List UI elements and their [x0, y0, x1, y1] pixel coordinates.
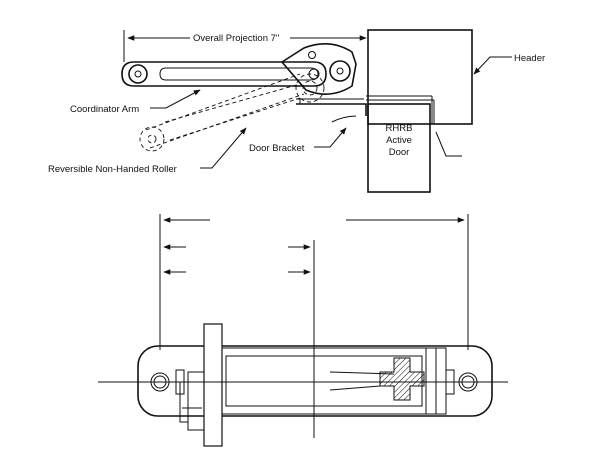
door-body: RHRB Active Door: [367, 103, 431, 193]
coordinator-arm-label: Coordinator Arm: [70, 104, 139, 115]
bottom-view: [98, 214, 508, 447]
coordinator-arm: [121, 61, 327, 87]
closer-arm-body: [280, 43, 357, 95]
alternate-arm-position: [139, 73, 325, 152]
door-label-line2: Active: [386, 135, 412, 146]
closer-plate: [137, 345, 493, 417]
overall-projection-dimension: Overall Projection 7": [123, 30, 367, 62]
coordinator-arm-leader: [150, 89, 201, 109]
roller-leader: [200, 127, 247, 169]
top-view: Overall Projection 7" Header RHRB Active…: [48, 29, 545, 193]
mounting-bracket: [175, 323, 223, 447]
dimension-arrows: [163, 217, 465, 275]
piston-rack: [329, 357, 425, 401]
header-leader: [473, 56, 512, 75]
door-stop-leader: [435, 131, 462, 157]
door-label-line1: RHRB: [386, 123, 413, 134]
door-bracket-leader: [314, 127, 347, 148]
overall-projection-label: Overall Projection 7": [193, 33, 279, 44]
roller-label: Reversible Non-Handed Roller: [48, 164, 177, 175]
door-label-line3: Door: [389, 147, 410, 158]
header-block: [366, 29, 473, 125]
door-bracket: [296, 98, 367, 123]
header-label: Header: [514, 53, 545, 64]
door-bracket-label: Door Bracket: [249, 143, 305, 154]
